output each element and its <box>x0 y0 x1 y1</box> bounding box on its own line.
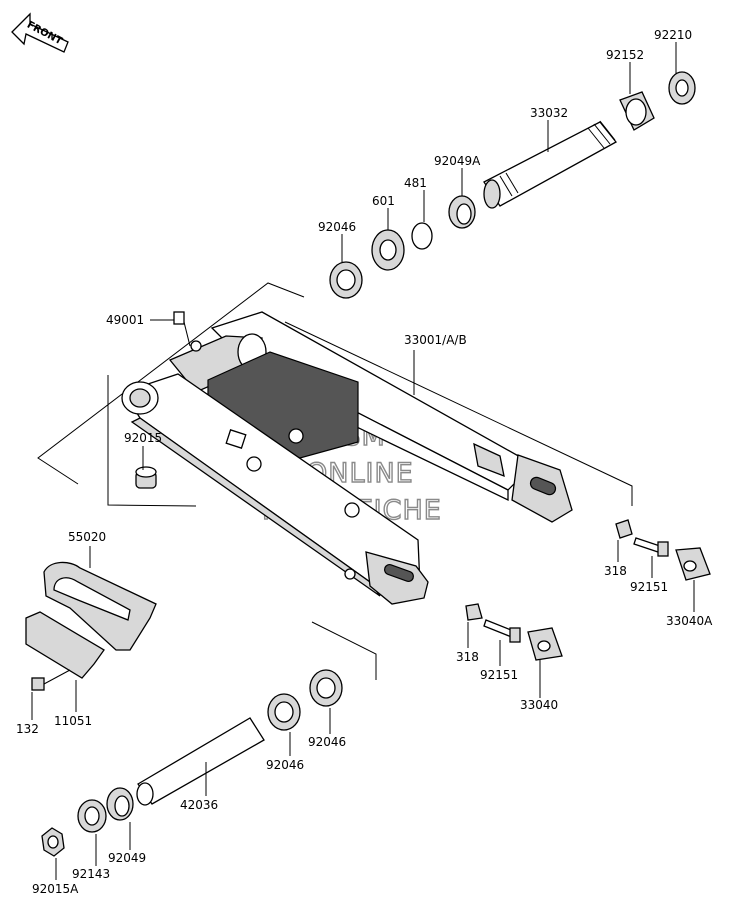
seal-92049A <box>448 195 476 229</box>
label-33040: 33040 <box>520 698 558 712</box>
grease-nipple-49001 <box>173 311 191 347</box>
swingarm <box>121 311 573 605</box>
bolt-132 <box>31 669 71 691</box>
bearing-92046-mid-right <box>309 669 343 707</box>
plate-33040 <box>527 627 563 661</box>
shaft-thread <box>499 120 616 197</box>
bearing-601 <box>371 229 405 271</box>
label-55020: 55020 <box>68 530 106 544</box>
label-33001: 33001/A/B <box>404 333 467 347</box>
plate-33040A <box>675 547 711 581</box>
label-92049: 92049 <box>108 851 146 865</box>
label-42036: 42036 <box>180 798 218 812</box>
label-318-right: 318 <box>604 564 627 578</box>
leader-lines <box>31 42 695 880</box>
label-92152: 92152 <box>606 48 644 62</box>
pivot-shaft-33032 <box>483 120 617 209</box>
label-92151-right: 92151 <box>630 580 668 594</box>
label-318-left: 318 <box>456 650 479 664</box>
nut-318-left <box>465 603 483 621</box>
label-92046-top: 92046 <box>318 220 356 234</box>
seal-92049 <box>106 787 134 821</box>
front-arrow-icon: FRONT <box>11 12 69 53</box>
part-labels: 92210 92152 33032 92049A 481 601 92046 4… <box>16 28 713 896</box>
bolt-92151-right <box>633 537 669 557</box>
lower-group-box <box>311 621 377 680</box>
label-49001: 49001 <box>106 313 144 327</box>
label-481: 481 <box>404 176 427 190</box>
label-132: 132 <box>16 722 39 736</box>
circlip-481 <box>411 222 433 250</box>
chain-guard-55020 <box>43 561 157 651</box>
label-92015A: 92015A <box>32 882 79 896</box>
bolt-92151-left <box>483 619 521 643</box>
label-33040A: 33040A <box>666 614 713 628</box>
collar-92143 <box>77 799 107 833</box>
collar-92015 <box>135 466 157 489</box>
label-33032: 33032 <box>530 106 568 120</box>
label-92049A: 92049A <box>434 154 481 168</box>
label-92046-mid-left: 92046 <box>266 758 304 772</box>
label-92015: 92015 <box>124 431 162 445</box>
swingarm-frame-box <box>37 282 633 507</box>
nut-92015A <box>41 827 65 857</box>
guide-plate-11051 <box>25 611 105 679</box>
bearing-92046-top <box>329 261 363 299</box>
nut-318-right <box>615 519 633 539</box>
label-601: 601 <box>372 194 395 208</box>
label-92046-mid-right: 92046 <box>308 735 346 749</box>
label-11051: 11051 <box>54 714 92 728</box>
sleeve-42036 <box>136 717 265 806</box>
nut-92210 <box>668 71 696 105</box>
label-92151-left: 92151 <box>480 668 518 682</box>
label-92143: 92143 <box>72 867 110 881</box>
collar-92152 <box>619 91 655 131</box>
label-92210: 92210 <box>654 28 692 42</box>
bearing-92046-mid-left <box>267 693 301 731</box>
